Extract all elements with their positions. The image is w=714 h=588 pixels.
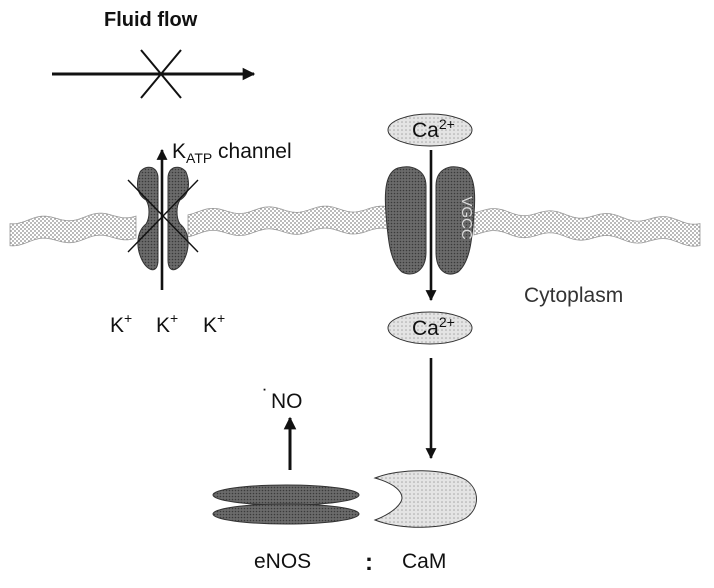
vgcc-channel [384,166,476,275]
membrane-segment [9,212,137,247]
potassium-ion-2: K+ [156,310,178,337]
calcium-ion-extracellular [387,113,473,147]
fluid-flow-label: Fluid flow [104,9,198,31]
no-label: NO [271,390,303,413]
enos-enzyme [212,484,360,525]
potassium-ion-3-symbol: K [203,314,217,337]
katp-subscript: ATP [186,150,212,166]
katp-k: K [172,140,186,163]
cell-membrane [9,205,701,247]
membrane-segment [187,205,389,238]
calcium-ion-intracellular [387,311,473,345]
calcium-ion-extracellular-label: Ca2+ [412,116,455,142]
potassium-ion-2-charge: + [170,310,178,326]
enos-cam-separator: : [365,549,373,576]
potassium-ion-1: K+ [110,310,132,337]
katp-channel [127,148,199,290]
no-radical-dot: ˙ [262,386,269,409]
calcium-ion-intracellular-label: Ca2+ [412,314,455,340]
cam-label: CaM [402,550,446,573]
potassium-ion-3: K+ [203,310,225,337]
vgcc-label: VGCC [458,196,475,240]
potassium-ion-2-symbol: K [156,314,170,337]
potassium-ion-3-charge: + [217,310,225,326]
calcium-ion-extracellular-charge: 2+ [439,116,455,132]
calcium-ion-intracellular-charge: 2+ [439,314,455,330]
calcium-ion-intracellular-symbol: Ca [412,317,439,340]
cam-protein [373,470,477,528]
cytoplasm-label: Cytoplasm [524,284,623,307]
potassium-ion-1-symbol: K [110,314,124,337]
katp-channel-label: KATP channel [172,140,292,166]
katp-channel-word: channel [212,140,291,163]
potassium-ion-1-charge: + [124,310,132,326]
membrane-segment [473,208,701,247]
fluid-flow-arrow [52,49,256,99]
enos-label: eNOS [254,550,311,573]
calcium-ion-extracellular-symbol: Ca [412,119,439,142]
